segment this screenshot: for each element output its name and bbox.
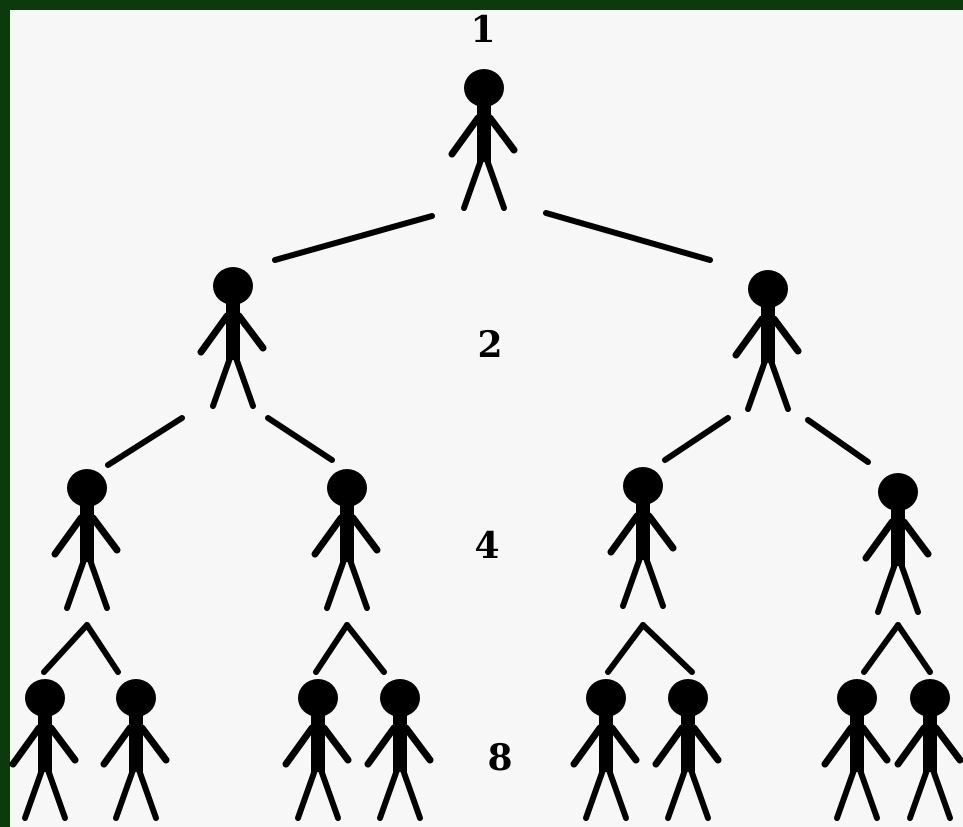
figure-body (850, 712, 864, 772)
figure-head (213, 267, 253, 305)
figure-head (25, 679, 65, 717)
figure-body (599, 712, 613, 772)
figure-arms (652, 724, 722, 768)
figure-head (668, 679, 708, 717)
figure-body (38, 712, 52, 772)
connector-gen2a-left (105, 415, 185, 468)
figure-legs (295, 767, 341, 821)
generation-label-8: 8 (487, 737, 512, 779)
figure-body (891, 506, 905, 566)
figure-legs (113, 767, 159, 821)
figure-arms (282, 724, 352, 768)
figure-head (116, 679, 156, 717)
figure-body (923, 712, 937, 772)
figure-gen8-3 (282, 679, 352, 821)
figure-body (393, 712, 407, 772)
figure-legs (745, 358, 791, 412)
figure-head (878, 473, 918, 511)
figure-legs (210, 355, 256, 409)
figure-gen2-2 (732, 270, 802, 412)
figure-arms (364, 724, 434, 768)
figure-legs (324, 557, 370, 611)
connector-gen4-4-left (861, 622, 901, 675)
figure-body (340, 502, 354, 562)
figure-head (327, 469, 367, 507)
figure-legs (377, 767, 423, 821)
connector-gen4-4-right (895, 622, 933, 675)
figure-gen1-1 (448, 69, 518, 211)
figures (9, 69, 963, 821)
figure-body (311, 712, 325, 772)
figure-gen4-3 (607, 467, 677, 609)
connector-gen2b-left (662, 415, 731, 463)
figure-arms (607, 512, 677, 556)
connector-gen2a-right (265, 415, 335, 463)
figure-arms (51, 514, 121, 558)
figure-body (80, 502, 94, 562)
figure-body (761, 303, 775, 363)
figure-gen8-1 (9, 679, 79, 821)
figure-legs (875, 561, 921, 615)
connector-gen1-right (543, 210, 713, 263)
connector-gen4-3-right (640, 622, 695, 675)
figure-gen4-1 (51, 469, 121, 611)
figure-legs (834, 767, 880, 821)
figure-head (748, 270, 788, 308)
figure-arms (197, 312, 267, 356)
figure-legs (620, 555, 666, 609)
figure-head (910, 679, 950, 717)
figure-gen2-1 (197, 267, 267, 409)
figure-gen8-7 (821, 679, 891, 821)
figure-head (298, 679, 338, 717)
figure-head (464, 69, 504, 107)
figure-body (681, 712, 695, 772)
connector-gen1-left (272, 213, 435, 263)
figure-head (837, 679, 877, 717)
figure-head (380, 679, 420, 717)
figure-body (636, 500, 650, 560)
figure-gen8-2 (100, 679, 170, 821)
figure-arms (862, 518, 932, 562)
figure-head (623, 467, 663, 505)
figure-gen8-4 (364, 679, 434, 821)
figure-head (586, 679, 626, 717)
generation-labels: 1 2 4 8 (470, 9, 512, 779)
figure-legs (22, 767, 68, 821)
connector-gen4-2-left (313, 622, 350, 675)
figure-arms (570, 724, 640, 768)
generation-label-1: 1 (470, 9, 495, 51)
generation-label-2: 2 (477, 324, 502, 366)
figure-arms (894, 724, 963, 768)
connector-gen2b-right (805, 417, 871, 465)
figure-gen8-6 (652, 679, 722, 821)
figure-body (129, 712, 143, 772)
connector-gen4-1-right (84, 622, 121, 675)
figure-gen8-8 (894, 679, 963, 821)
figure-body (226, 300, 240, 360)
connector-gen4-1-left (41, 622, 90, 675)
figure-head (67, 469, 107, 507)
connector-lines (41, 210, 933, 675)
connector-gen4-3-left (605, 622, 646, 675)
figure-arms (821, 724, 891, 768)
figure-arms (100, 724, 170, 768)
figure-legs (64, 557, 110, 611)
figure-legs (583, 767, 629, 821)
figure-arms (448, 114, 518, 158)
generation-label-4: 4 (474, 525, 499, 567)
figure-legs (461, 157, 507, 211)
figure-gen8-5 (570, 679, 640, 821)
figure-arms (9, 724, 79, 768)
figure-gen4-2 (311, 469, 381, 611)
figure-legs (665, 767, 711, 821)
connector-gen4-2-right (344, 622, 387, 675)
figure-arms (732, 315, 802, 359)
figure-legs (907, 767, 953, 821)
figure-gen4-4 (862, 473, 932, 615)
figure-arms (311, 514, 381, 558)
figure-body (477, 102, 491, 162)
